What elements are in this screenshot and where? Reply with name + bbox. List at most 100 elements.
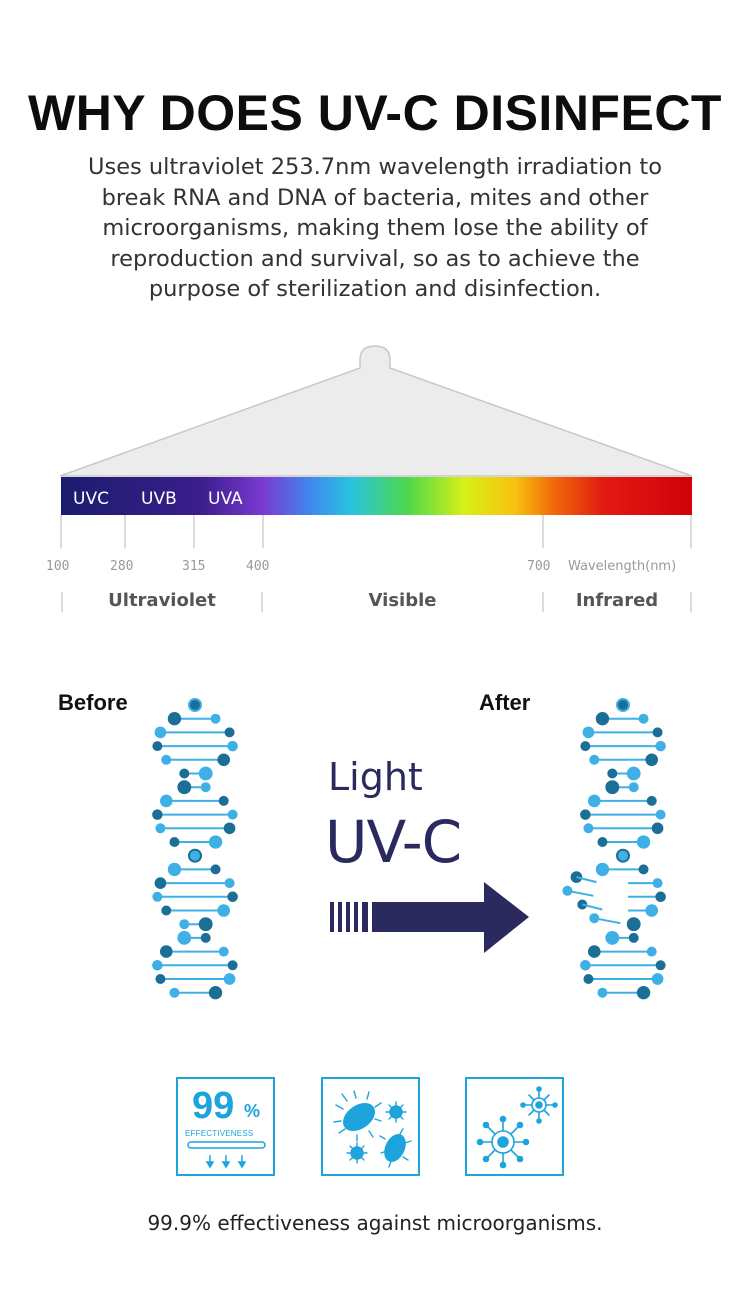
dna-node [190, 700, 200, 710]
dna-node [227, 740, 238, 752]
wavelength-unit: Wavelength(nm) [568, 559, 677, 574]
dna-node [161, 905, 172, 916]
before-label: Before [58, 690, 128, 715]
intro-line: Uses ultraviolet 253.7nm wavelength irra… [88, 154, 662, 180]
dna-node [179, 919, 190, 930]
intro-line: reproduction and survival, so as to achi… [110, 245, 640, 272]
band-uvc: UVC [73, 489, 109, 509]
dna-node [636, 986, 651, 1000]
dna-fragment [594, 917, 621, 925]
dna-node [655, 740, 666, 752]
dna-node [645, 904, 659, 917]
tick-400: 400 [246, 559, 270, 574]
dna-node [217, 904, 231, 917]
dna-node [177, 780, 192, 795]
region-infrared: Infrared [575, 590, 659, 611]
caption-text: 99.9% effectiveness against microorganis… [147, 1211, 603, 1235]
dna-node [152, 741, 163, 752]
dna-node [198, 766, 213, 781]
dna-node [638, 713, 649, 724]
after-label: After [479, 690, 531, 715]
uvc-label: UV-C [325, 808, 462, 876]
dna-node [190, 850, 200, 861]
tick-100: 100 [46, 559, 70, 574]
dna-node [655, 960, 666, 971]
dna-fragment [582, 903, 603, 911]
dna-node [224, 727, 235, 738]
dna-node [618, 850, 628, 861]
dna-node [628, 932, 639, 943]
dna-node [179, 768, 190, 779]
dna-node [159, 945, 173, 958]
page-title: WHY DOES UV-C DISINFECT [28, 85, 722, 141]
dna-node [208, 835, 223, 849]
dna-node [626, 917, 641, 932]
dna-node [223, 973, 236, 985]
dna-node [198, 917, 213, 932]
dna-node [597, 837, 608, 847]
dna-node [200, 782, 211, 793]
dna-node [227, 891, 238, 903]
dna-node [577, 899, 588, 910]
dna-node [159, 794, 173, 808]
uv-lamp-icon [187, 1141, 266, 1169]
dna-node [582, 726, 595, 739]
dna-node [626, 766, 641, 781]
dna-fragment [567, 889, 594, 897]
region-ultraviolet: Ultraviolet [108, 590, 216, 611]
band-uva: UVA [208, 489, 243, 509]
dna-node [655, 809, 666, 820]
dna-node [224, 878, 235, 889]
tick-700: 700 [527, 559, 551, 574]
dna-node [200, 932, 211, 943]
dna-node [169, 837, 180, 847]
dna-node [595, 712, 610, 726]
dna-node [628, 782, 639, 793]
dna-node [651, 973, 664, 985]
dna-node [646, 795, 657, 806]
dna-node [607, 768, 618, 779]
dna-node [167, 712, 182, 726]
dna-node [587, 945, 601, 958]
dna-node [605, 930, 620, 945]
intro-text: Uses ultraviolet 253.7nm wavelength irra… [60, 152, 690, 305]
arrow-right-icon [330, 882, 529, 953]
dna-node [580, 960, 591, 971]
dna-node [587, 794, 601, 808]
dna-node [154, 726, 167, 739]
effectiveness-icon: 99 % EFFECTIVENESS [176, 1077, 275, 1176]
dna-node [227, 960, 238, 971]
light-cone-shape [59, 345, 693, 477]
dna-fragment [576, 876, 597, 884]
effectiveness-percent: % [244, 1101, 261, 1121]
dna-node [646, 946, 657, 957]
dna-node [618, 700, 628, 710]
virus-icon [465, 1077, 564, 1176]
effectiveness-word: EFFECTIVENESS [185, 1129, 254, 1138]
dna-node [645, 753, 659, 767]
intro-line: purpose of sterilization and disinfectio… [148, 276, 602, 302]
dna-node [152, 809, 163, 820]
dna-node [152, 960, 163, 971]
dna-node [652, 878, 663, 889]
dna-node [155, 823, 166, 834]
dna-node [583, 974, 594, 984]
dna-node [161, 754, 172, 765]
dna-node [655, 891, 666, 903]
dna-node [580, 741, 591, 752]
dna-node [562, 885, 573, 896]
dna-node [652, 727, 663, 738]
spectrum-diagram [59, 345, 693, 612]
spectrum-bar [61, 477, 692, 515]
dna-node [638, 864, 649, 875]
dna-node [210, 864, 221, 875]
dna-node [570, 871, 583, 883]
dna-node [169, 987, 180, 998]
tick-315: 315 [182, 559, 206, 574]
tick-280: 280 [110, 559, 134, 574]
dna-node [167, 862, 182, 877]
dna-node [223, 822, 236, 835]
dna-node [177, 930, 192, 945]
dna-node [595, 862, 610, 877]
dna-node [208, 986, 223, 1000]
